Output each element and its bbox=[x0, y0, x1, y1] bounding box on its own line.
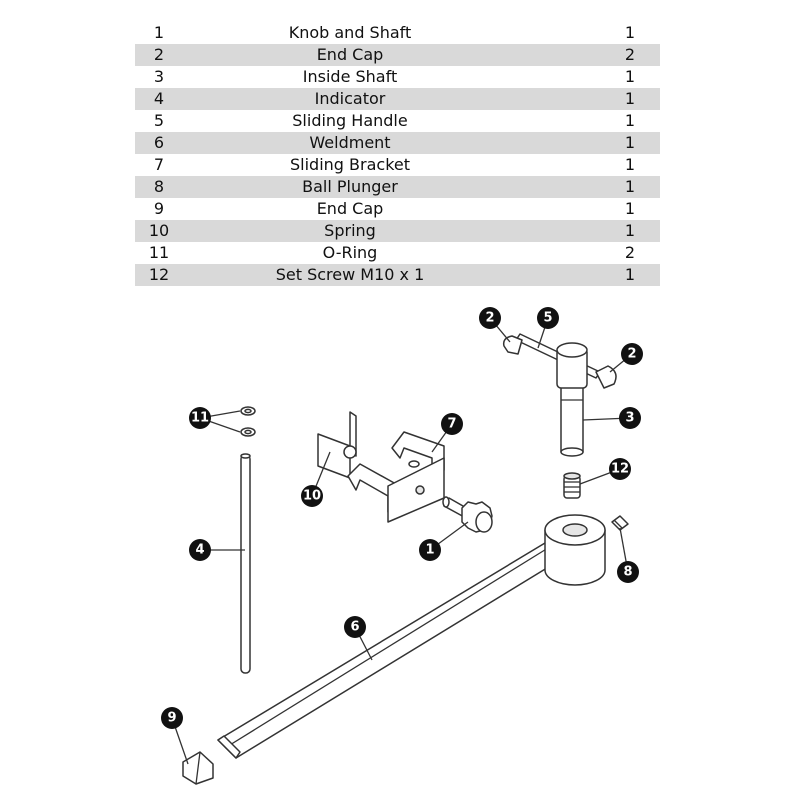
part-description: Indicator bbox=[314, 89, 386, 108]
callout-12-label: 12 bbox=[611, 462, 629, 477]
callout-5: 5 bbox=[537, 307, 559, 329]
table-row: 7 Sliding Bracket 1 bbox=[135, 154, 660, 176]
part-number: 12 bbox=[148, 265, 170, 284]
part-quantity: 1 bbox=[624, 265, 636, 284]
callout-1-label: 1 bbox=[425, 543, 434, 558]
table-row: 3 Inside Shaft 1 bbox=[135, 66, 660, 88]
callout-4: 4 bbox=[189, 539, 211, 561]
callout-10-label: 10 bbox=[303, 489, 321, 504]
set-screw-part bbox=[563, 472, 581, 499]
callout-9-label: 9 bbox=[167, 711, 176, 726]
callout-5-label: 5 bbox=[543, 311, 552, 326]
part-quantity: 1 bbox=[624, 155, 636, 174]
part-number: 4 bbox=[153, 89, 165, 108]
part-description: O-Ring bbox=[322, 243, 378, 262]
weldment-part bbox=[217, 514, 606, 759]
part-quantity: 1 bbox=[624, 221, 636, 240]
part-quantity: 1 bbox=[624, 89, 636, 108]
table-row: 2 End Cap 2 bbox=[135, 44, 660, 66]
callout-7: 7 bbox=[441, 413, 463, 435]
part-description: Inside Shaft bbox=[302, 67, 398, 86]
table-row: 9 End Cap 1 bbox=[135, 198, 660, 220]
table-row: 4 Indicator 1 bbox=[135, 88, 660, 110]
part-quantity: 2 bbox=[624, 243, 636, 262]
part-description: Spring bbox=[324, 221, 376, 240]
part-number: 8 bbox=[153, 177, 165, 196]
table-row: 6 Weldment 1 bbox=[135, 132, 660, 154]
callout-11: 11 bbox=[189, 407, 211, 429]
part-quantity: 1 bbox=[624, 23, 636, 42]
part-quantity: 1 bbox=[624, 177, 636, 196]
callout-3-label: 3 bbox=[625, 411, 634, 426]
callout-2-right-label: 2 bbox=[627, 347, 636, 362]
part-number: 9 bbox=[153, 199, 165, 218]
callout-4-label: 4 bbox=[195, 543, 204, 558]
o-ring-part bbox=[240, 406, 256, 437]
part-number: 2 bbox=[153, 45, 165, 64]
table-row: 12 Set Screw M10 x 1 1 bbox=[135, 264, 660, 286]
callout-8: 8 bbox=[617, 561, 639, 583]
callout-6: 6 bbox=[344, 616, 366, 638]
sliding-bracket-part bbox=[347, 431, 445, 523]
part-number: 3 bbox=[153, 67, 165, 86]
part-description: Sliding Bracket bbox=[290, 155, 410, 174]
part-description: End Cap bbox=[316, 45, 384, 64]
callout-1: 1 bbox=[419, 539, 441, 561]
part-number: 6 bbox=[153, 133, 165, 152]
indicator-part bbox=[240, 453, 251, 674]
table-row: 11 O-Ring 2 bbox=[135, 242, 660, 264]
callout-9: 9 bbox=[161, 707, 183, 729]
part-number: 11 bbox=[148, 243, 170, 262]
inside-shaft-part bbox=[556, 342, 588, 457]
part-number: 5 bbox=[153, 111, 165, 130]
part-quantity: 1 bbox=[624, 111, 636, 130]
callout-2-right: 2 bbox=[621, 343, 643, 365]
table-row: 8 Ball Plunger 1 bbox=[135, 176, 660, 198]
part-number: 10 bbox=[148, 221, 170, 240]
table-row: 5 Sliding Handle 1 bbox=[135, 110, 660, 132]
callout-12: 12 bbox=[609, 458, 631, 480]
spring-part bbox=[317, 411, 357, 479]
callout-2-left-label: 2 bbox=[485, 311, 494, 326]
part-description: Ball Plunger bbox=[302, 177, 398, 196]
callout-3: 3 bbox=[619, 407, 641, 429]
callout-10: 10 bbox=[301, 485, 323, 507]
part-description: Set Screw M10 x 1 bbox=[275, 265, 425, 284]
callout-7-label: 7 bbox=[447, 417, 456, 432]
part-number: 7 bbox=[153, 155, 165, 174]
knob-and-shaft-part bbox=[442, 496, 493, 533]
table-row: 1 Knob and Shaft 1 bbox=[135, 22, 660, 44]
callout-6-label: 6 bbox=[350, 620, 359, 635]
part-quantity: 1 bbox=[624, 133, 636, 152]
end-cap-9-part bbox=[182, 751, 214, 785]
callout-8-label: 8 bbox=[623, 565, 632, 580]
callout-2-left: 2 bbox=[479, 307, 501, 329]
part-description: End Cap bbox=[316, 199, 384, 218]
part-quantity: 1 bbox=[624, 67, 636, 86]
part-quantity: 2 bbox=[624, 45, 636, 64]
table-row: 10 Spring 1 bbox=[135, 220, 660, 242]
part-description: Sliding Handle bbox=[292, 111, 408, 130]
part-description: Weldment bbox=[309, 133, 391, 152]
part-number: 1 bbox=[153, 23, 165, 42]
callout-11-label: 11 bbox=[191, 411, 209, 426]
part-quantity: 1 bbox=[624, 199, 636, 218]
ball-plunger-part bbox=[611, 515, 629, 531]
part-description: Knob and Shaft bbox=[288, 23, 412, 42]
